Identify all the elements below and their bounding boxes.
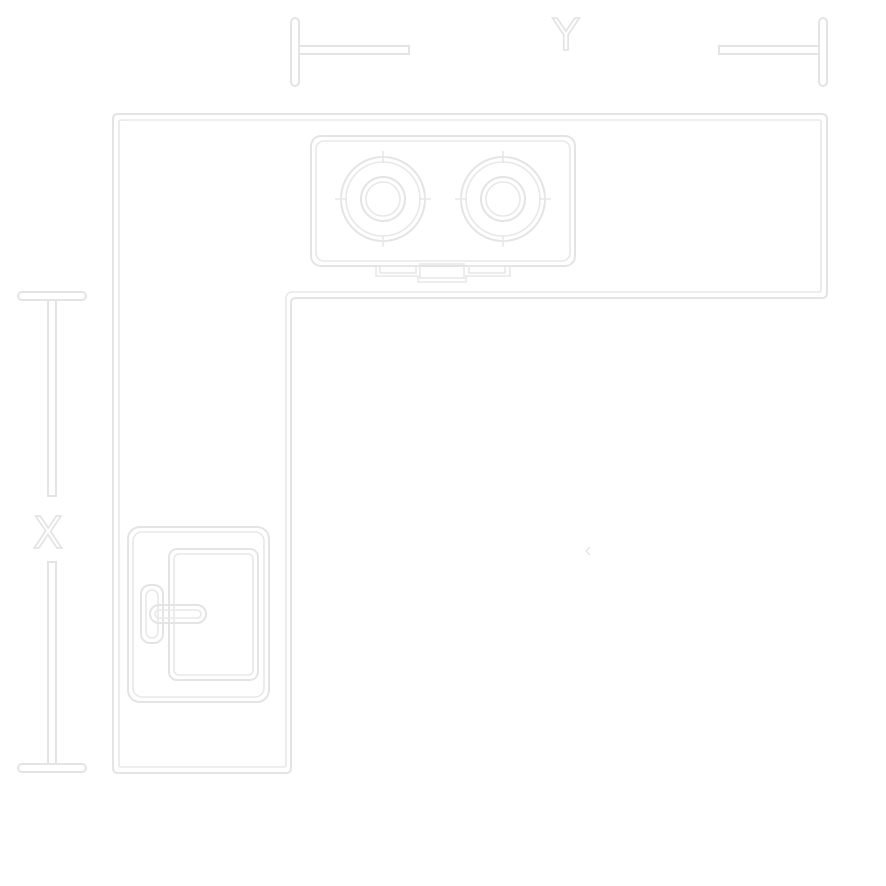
control-knob-right	[468, 265, 506, 274]
l-shaped-countertop	[112, 113, 828, 774]
sink-basin	[168, 548, 259, 681]
countertop-outer-outline	[112, 113, 828, 774]
cooktop-outer-frame	[310, 135, 576, 267]
dimension-y-left-line	[298, 45, 410, 55]
dimension-x-top-line	[47, 299, 57, 497]
dimension-x-label: X	[33, 508, 63, 559]
cooktop-inner-frame	[315, 140, 571, 262]
dimension-y-left-cap	[290, 17, 300, 87]
dimension-x-bottom-line	[47, 561, 57, 765]
dimension-y-right-cap	[818, 17, 828, 87]
control-panel-center	[419, 263, 465, 279]
faucet-icon	[140, 584, 207, 644]
dimension-x: X	[17, 291, 87, 773]
sink-outer-frame	[127, 526, 270, 703]
sink	[127, 526, 270, 703]
dimension-y-label: Y	[552, 10, 580, 61]
sink-basin-inner	[173, 553, 254, 676]
dimension-y-right-line	[718, 45, 820, 55]
burner-right-icon	[455, 151, 551, 247]
dimension-x-bottom-cap	[17, 763, 87, 773]
dimension-x-top-cap	[17, 291, 87, 301]
center-mark	[584, 546, 591, 556]
cooktop-controls	[375, 263, 511, 283]
cooktop	[310, 135, 576, 283]
control-knob-left	[379, 265, 417, 274]
dimension-y: Y	[290, 9, 828, 87]
countertop-inner-outline	[118, 119, 822, 768]
sink-inner-frame	[132, 531, 265, 698]
burner-left-icon	[335, 151, 431, 247]
